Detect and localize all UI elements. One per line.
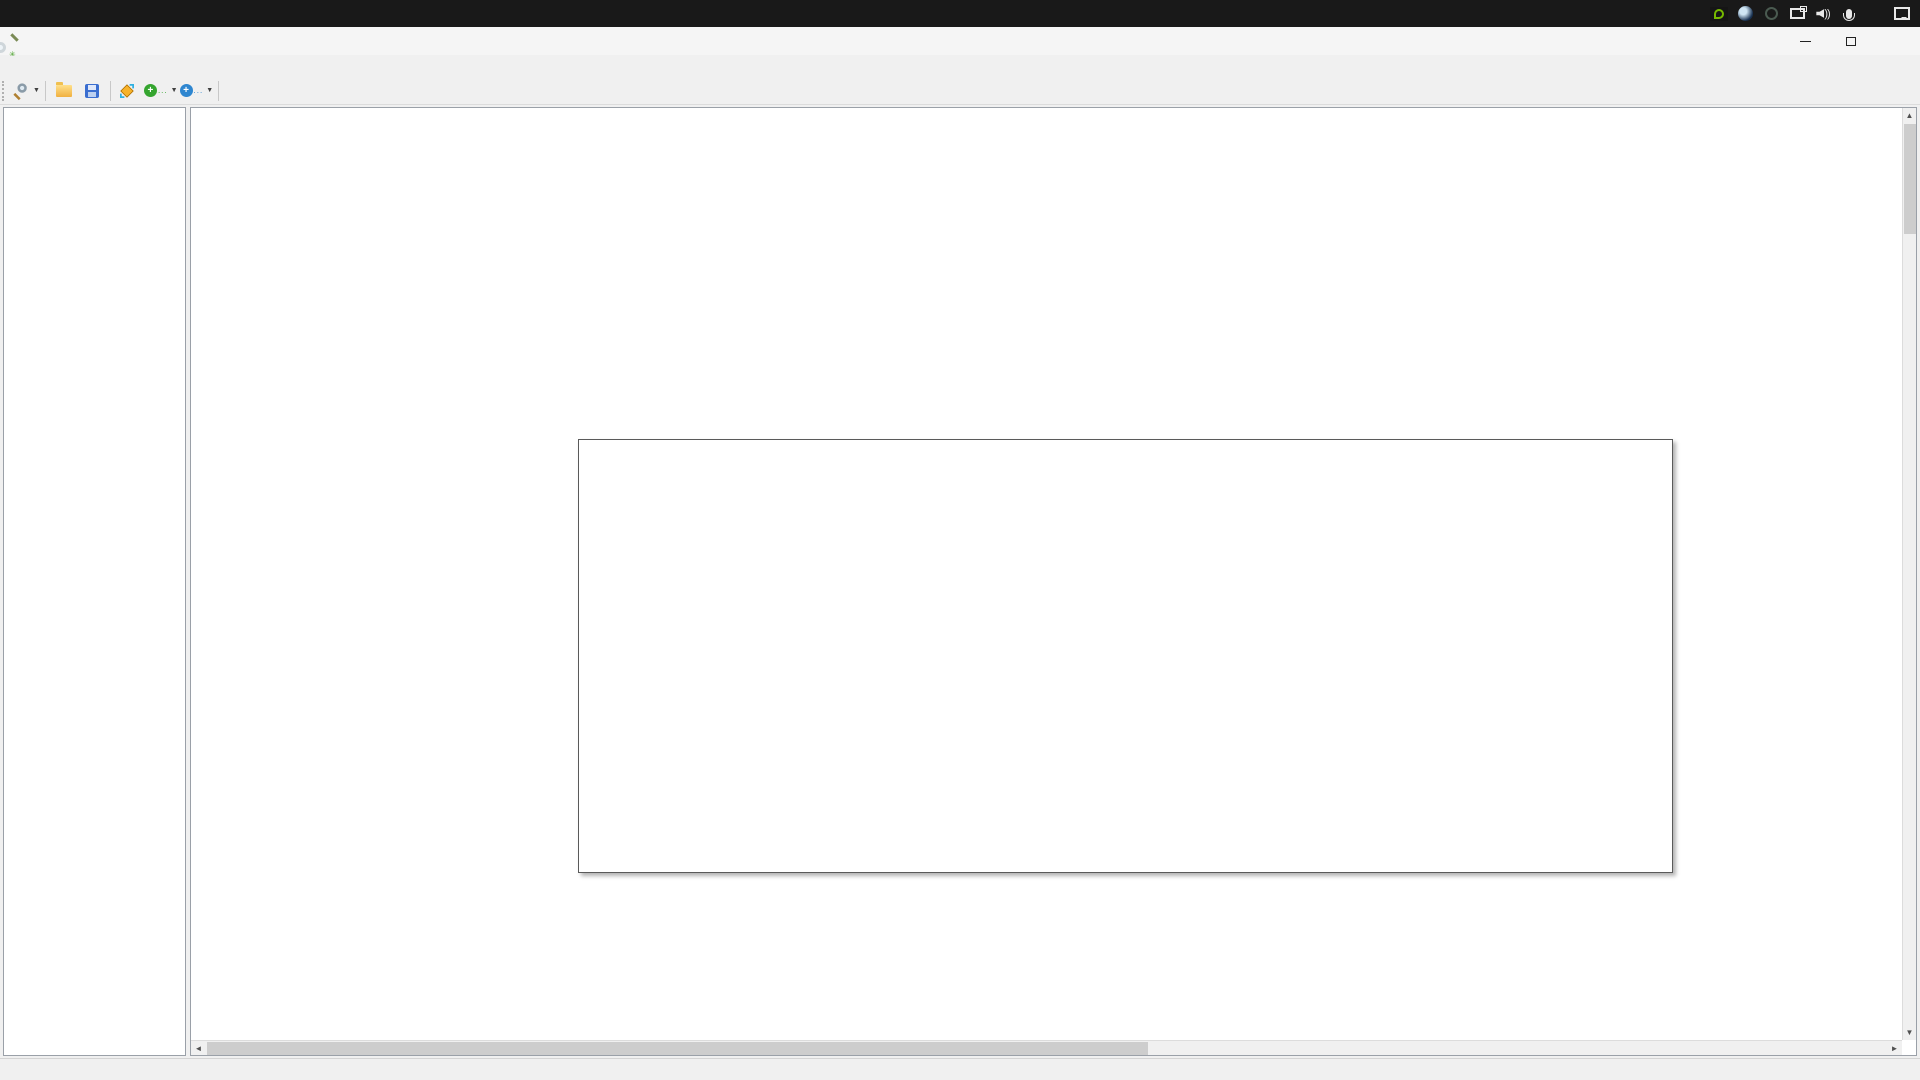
save-project-button[interactable]: [79, 79, 105, 103]
network-icon[interactable]: [1784, 0, 1810, 27]
toolbar: ▼ +...▼ +...▼: [0, 77, 1920, 105]
class-icon: [120, 83, 135, 98]
attach-process-button[interactable]: ▼: [10, 79, 40, 103]
window-controls: [1782, 27, 1920, 55]
add-bytes-button[interactable]: +...▼: [143, 79, 178, 103]
scroll-down-arrow[interactable]: ▼: [1905, 1028, 1914, 1037]
class-tree: [4, 108, 185, 112]
vertical-scrollbar[interactable]: ▲ ▼: [1902, 108, 1916, 1040]
scroll-right-arrow[interactable]: ►: [1890, 1044, 1899, 1053]
title-bar: ✳: [0, 27, 1920, 59]
system-tray: )): [1706, 0, 1920, 27]
scroll-left-arrow[interactable]: ◄: [194, 1044, 203, 1053]
toolbar-grip[interactable]: [2, 80, 9, 101]
class-list-panel: [3, 107, 186, 1056]
scroll-up-arrow[interactable]: ▲: [1905, 111, 1914, 120]
add-class-button[interactable]: [116, 79, 142, 103]
minimize-button[interactable]: [1782, 27, 1828, 55]
open-project-button[interactable]: [51, 79, 77, 103]
taskbar: )): [0, 0, 1920, 27]
toolbar-separator: [44, 80, 46, 101]
close-button[interactable]: [1874, 27, 1920, 55]
horizontal-scrollbar[interactable]: ◄ ►: [191, 1040, 1902, 1055]
memory-preview-popup: [578, 439, 1673, 873]
volume-icon[interactable]: )): [1810, 0, 1836, 27]
toolbar-separator: [218, 80, 220, 101]
steam-tray-icon[interactable]: [1732, 0, 1758, 27]
notifications-icon[interactable]: [1894, 7, 1910, 20]
vertical-scroll-thumb[interactable]: [1904, 124, 1916, 234]
menu-bar: [0, 56, 1920, 77]
microphone-icon[interactable]: [1836, 0, 1862, 27]
insert-bytes-button[interactable]: +...▼: [179, 79, 213, 103]
horizontal-scroll-thumb[interactable]: [207, 1042, 1149, 1055]
record-tray-icon[interactable]: [1758, 0, 1784, 27]
nvidia-tray-icon[interactable]: [1706, 0, 1732, 27]
status-bar: [0, 1058, 1920, 1080]
toolbar-separator: [109, 80, 111, 101]
maximize-button[interactable]: [1828, 27, 1874, 55]
